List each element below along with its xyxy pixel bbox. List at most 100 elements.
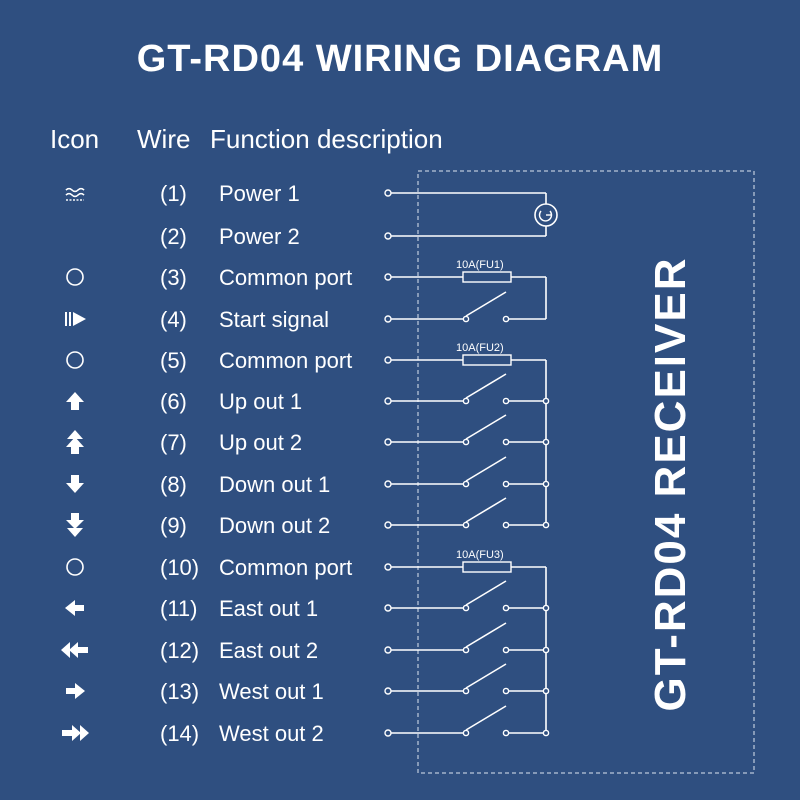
arrow-right-icon	[66, 683, 85, 699]
contact	[502, 646, 510, 654]
power-wave-icon	[65, 187, 85, 201]
switch-blade	[465, 580, 507, 606]
power-symbol	[534, 203, 558, 227]
wire-number: (12)	[160, 638, 199, 663]
power-wave-icon	[65, 187, 85, 201]
terminal	[384, 687, 392, 695]
contact	[462, 687, 470, 695]
start-icon	[65, 312, 86, 326]
switch-blade	[465, 373, 507, 399]
page-title: GT-RD04 WIRING DIAGRAM	[136, 38, 664, 80]
wire-row: (9) Down out 2	[66, 513, 330, 538]
contact	[502, 315, 510, 323]
terminal	[384, 397, 392, 405]
wire-number: (6)	[160, 389, 187, 414]
terminal	[384, 563, 392, 571]
circle-icon	[66, 558, 84, 576]
fuse-label: 10A(FU1)	[456, 259, 504, 271]
contact	[502, 687, 510, 695]
contact	[542, 521, 550, 529]
contact	[542, 438, 550, 446]
double-left-icon	[61, 642, 88, 658]
wire-function: West out 2	[219, 721, 324, 746]
fuse	[462, 271, 512, 283]
contact	[462, 729, 470, 737]
switch-blade	[465, 414, 507, 440]
terminal	[384, 521, 392, 529]
wire-row: (11)East out 1	[65, 596, 318, 621]
wire-row: (8)Down out 1	[66, 472, 330, 497]
terminal	[384, 480, 392, 488]
wire-row: (5) Common port	[66, 348, 352, 373]
contact	[542, 604, 550, 612]
wire-row: (13) West out 1	[66, 679, 324, 704]
wire-function: Common port	[219, 348, 352, 373]
wire-row: (4)Start signal	[65, 307, 329, 332]
switch-blade	[465, 663, 507, 689]
terminal	[384, 356, 392, 364]
wire-number: (9)	[160, 513, 187, 538]
switch-blade	[465, 705, 507, 731]
wire-number: (4)	[160, 307, 187, 332]
arrow-down-icon	[66, 475, 84, 493]
fuse-label: 10A(FU3)	[456, 549, 504, 561]
contact	[542, 397, 550, 405]
arrow-up-icon	[66, 392, 84, 410]
contact	[462, 438, 470, 446]
wire-function: Common port	[219, 265, 352, 290]
wire-number: (13)	[160, 679, 199, 704]
wire-function: Down out 1	[219, 472, 330, 497]
terminal	[384, 189, 392, 197]
switch-blade	[465, 497, 507, 523]
circle-icon	[66, 268, 84, 286]
receiver-box	[417, 170, 755, 774]
wire-function: East out 2	[219, 638, 318, 663]
double-up-icon	[66, 430, 84, 454]
wire-number: (1)	[160, 181, 187, 206]
wire-function: Up out 1	[219, 389, 302, 414]
wire-function: Down out 2	[219, 513, 330, 538]
power-icon	[538, 210, 553, 222]
wire-row: (3) Common port	[66, 265, 352, 290]
switch-blade	[465, 291, 507, 317]
switch-blade	[465, 622, 507, 648]
contact	[542, 480, 550, 488]
terminal	[384, 604, 392, 612]
contact	[502, 397, 510, 405]
wire-function: West out 1	[219, 679, 324, 704]
wire-number: (5)	[160, 348, 187, 373]
wire-row: (6) Up out 1	[66, 389, 302, 414]
wire-function: Power 1	[219, 181, 300, 206]
contact	[462, 397, 470, 405]
fuse	[462, 354, 512, 366]
contact	[462, 315, 470, 323]
header-wire: Wire	[137, 124, 191, 154]
wire-row: (2)Power 2	[65, 187, 300, 249]
wire-number: (7)	[160, 430, 187, 455]
circle-icon	[66, 351, 84, 369]
contact	[462, 646, 470, 654]
header-function: Function description	[210, 124, 443, 154]
wire-row: (10)Common port	[66, 555, 352, 580]
wire-number: (3)	[160, 265, 187, 290]
terminal	[384, 438, 392, 446]
wire-function: Power 2	[219, 224, 300, 249]
wire-number: (14)	[160, 721, 199, 746]
wire-row: (7)Up out 2	[66, 430, 302, 455]
contact	[502, 729, 510, 737]
contact	[502, 480, 510, 488]
double-right-icon	[62, 725, 89, 741]
switch-blade	[465, 456, 507, 482]
terminal	[384, 729, 392, 737]
wire-number: (10)	[160, 555, 199, 580]
terminal	[384, 232, 392, 240]
contact	[502, 521, 510, 529]
contact	[462, 480, 470, 488]
wire-row: (1) Power 1	[65, 181, 300, 206]
wire-function: East out 1	[219, 596, 318, 621]
header-icon: Icon	[50, 124, 100, 154]
terminal	[384, 646, 392, 654]
contact	[502, 604, 510, 612]
contact	[542, 729, 550, 737]
